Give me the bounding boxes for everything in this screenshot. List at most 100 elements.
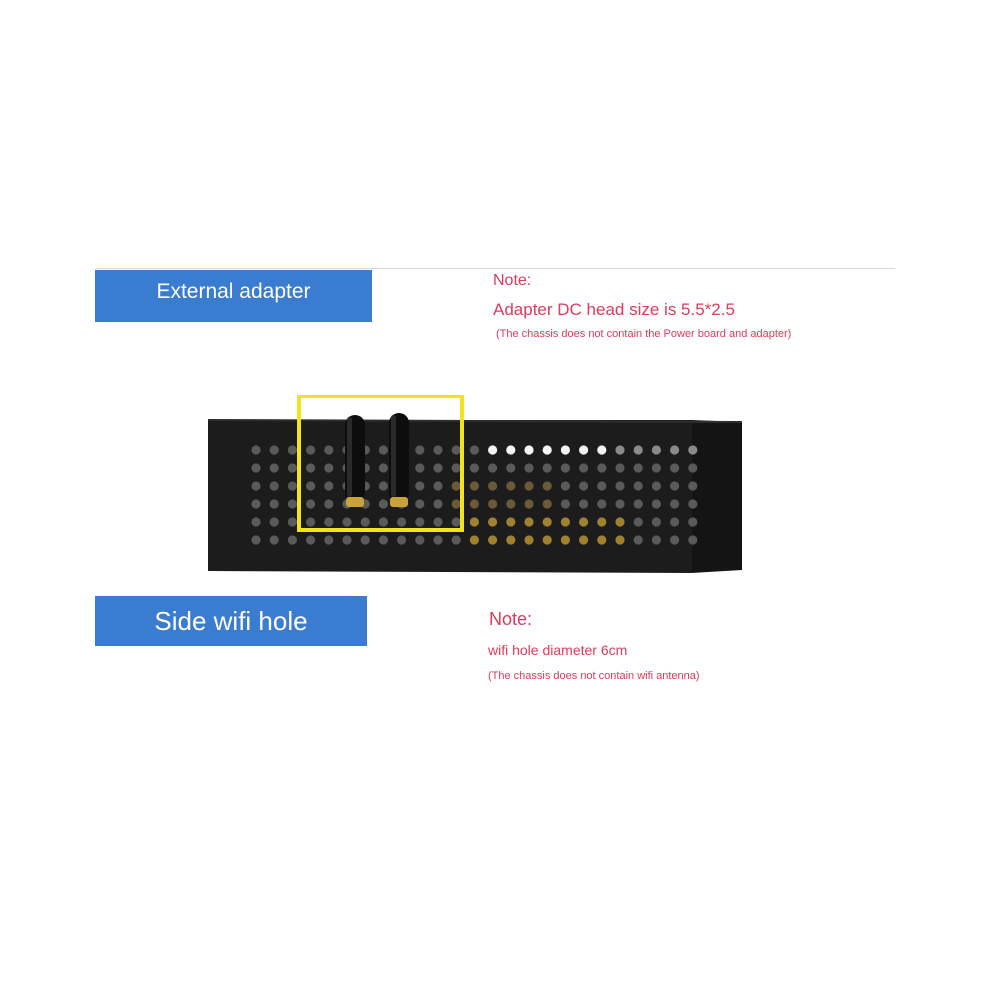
vent-hole (560, 517, 570, 527)
vent-hole (415, 499, 425, 509)
vent-hole (651, 517, 661, 527)
vent-hole (378, 535, 388, 545)
vent-hole (469, 463, 479, 473)
vent-hole (524, 517, 534, 527)
vent-hole (342, 517, 352, 527)
vent-hole (542, 445, 552, 455)
adapter-note-sub: (The chassis does not contain the Power … (496, 328, 792, 340)
vent-hole (560, 481, 570, 491)
vent-hole (451, 481, 461, 491)
vent-hole (579, 481, 589, 491)
vent-hole (670, 535, 680, 545)
vent-hole (287, 463, 297, 473)
adapter-note-title: Note: (493, 272, 532, 289)
vent-hole (597, 463, 607, 473)
vent-hole (670, 499, 680, 509)
vent-hole (597, 481, 607, 491)
vent-hole (542, 463, 552, 473)
vent-hole (542, 535, 552, 545)
vent-hole (469, 445, 479, 455)
vent-hole (524, 463, 534, 473)
vent-hole (287, 499, 297, 509)
vent-hole (360, 535, 370, 545)
vent-hole (378, 445, 388, 455)
vent-hole (597, 445, 607, 455)
vent-hole (469, 499, 479, 509)
vent-hole (269, 481, 279, 491)
vent-hole (287, 481, 297, 491)
vent-hole (433, 445, 443, 455)
vent-hole (651, 499, 661, 509)
vent-hole (433, 499, 443, 509)
vent-hole (670, 445, 680, 455)
vent-hole (306, 517, 316, 527)
vent-hole (506, 463, 516, 473)
vent-hole (433, 463, 443, 473)
vent-hole (688, 499, 698, 509)
vent-hole (488, 499, 498, 509)
wifi-note-main: wifi hole diameter 6cm (488, 642, 628, 658)
vent-hole (451, 499, 461, 509)
vent-hole (324, 481, 334, 491)
vent-hole (269, 463, 279, 473)
vent-hole (251, 499, 261, 509)
vent-hole (488, 481, 498, 491)
vent-hole (324, 535, 334, 545)
vent-hole (579, 499, 589, 509)
vent-hole (615, 517, 625, 527)
vent-hole (378, 481, 388, 491)
vent-hole (597, 499, 607, 509)
vent-hole (560, 499, 570, 509)
vent-hole (633, 517, 643, 527)
vent-hole (542, 517, 552, 527)
vent-hole (651, 463, 661, 473)
vent-hole (488, 445, 498, 455)
vent-hole (251, 535, 261, 545)
vent-hole (287, 535, 297, 545)
vent-hole (524, 445, 534, 455)
vent-hole (615, 463, 625, 473)
vent-hole (524, 499, 534, 509)
vent-hole (269, 499, 279, 509)
vent-hole (633, 535, 643, 545)
vent-hole (597, 517, 607, 527)
vent-hole (560, 463, 570, 473)
vent-hole (433, 481, 443, 491)
vent-hole (469, 535, 479, 545)
vent-hole (378, 517, 388, 527)
antenna-right (389, 413, 409, 507)
vent-hole (579, 463, 589, 473)
vent-hole (670, 517, 680, 527)
vent-hole (560, 445, 570, 455)
vent-hole (251, 481, 261, 491)
external-adapter-label: External adapter (156, 280, 311, 303)
vent-hole (597, 535, 607, 545)
vent-hole (415, 481, 425, 491)
vent-hole (306, 499, 316, 509)
vent-hole (488, 463, 498, 473)
vent-hole (397, 535, 407, 545)
vent-hole (579, 535, 589, 545)
vent-hole (560, 535, 570, 545)
vent-hole (524, 535, 534, 545)
vent-hole (651, 445, 661, 455)
vent-hole (451, 445, 461, 455)
top-divider-line (95, 268, 895, 269)
chassis-front-panel (208, 420, 692, 573)
vent-hole (688, 535, 698, 545)
vent-hole (506, 535, 516, 545)
vent-hole (633, 445, 643, 455)
adapter-note-main: Adapter DC head size is 5.5*2.5 (493, 300, 735, 319)
external-adapter-banner: External adapter (95, 270, 372, 322)
vent-hole (451, 463, 461, 473)
vent-hole (287, 445, 297, 455)
vent-hole (251, 517, 261, 527)
vent-hole (651, 481, 661, 491)
vent-hole (324, 445, 334, 455)
vent-hole (287, 517, 297, 527)
vent-hole (488, 535, 498, 545)
vent-hole (688, 445, 698, 455)
vent-hole (306, 445, 316, 455)
vent-hole (633, 499, 643, 509)
side-wifi-hole-label: Side wifi hole (154, 605, 308, 636)
